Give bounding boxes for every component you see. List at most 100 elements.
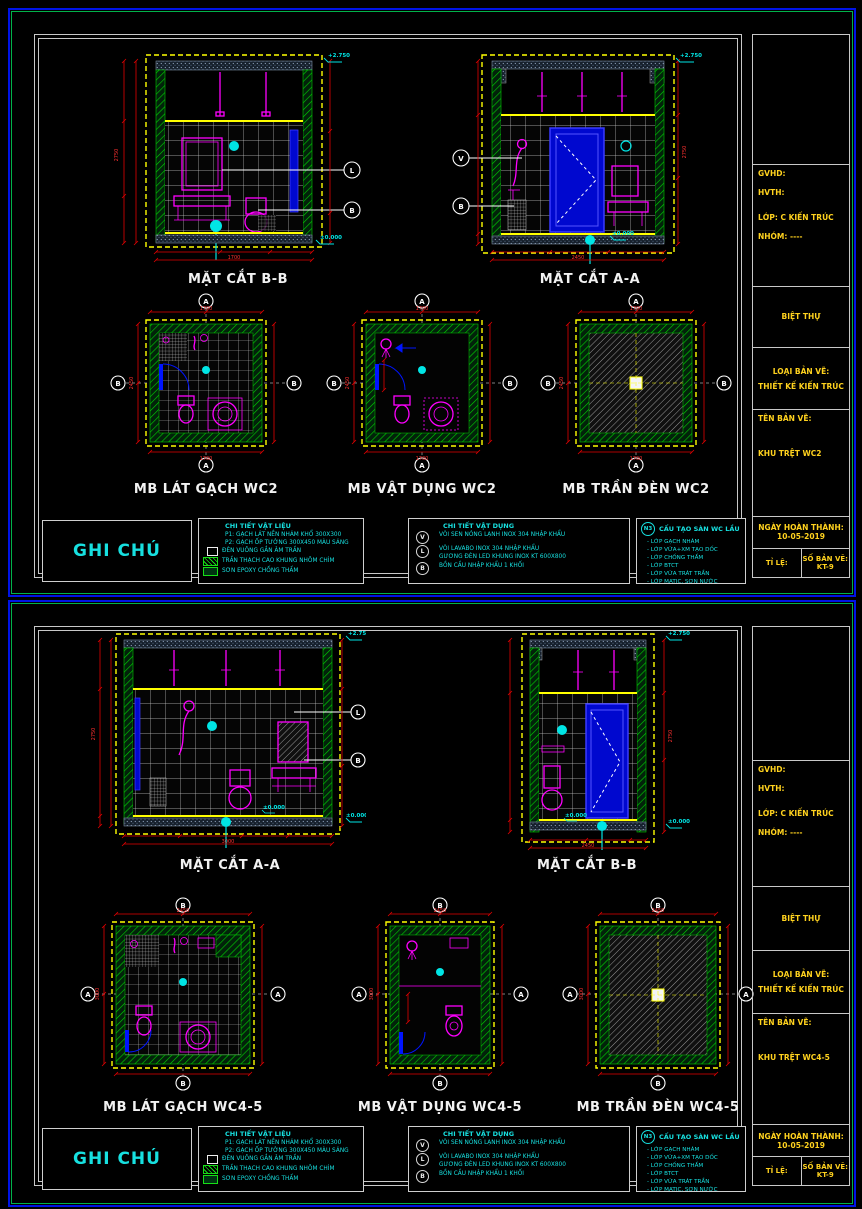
svg-text:V: V xyxy=(458,155,464,163)
materials-box: CHI TIẾT VẬT LIỆU P1: GẠCH LÁT NỀN NHÁM … xyxy=(198,1126,364,1192)
svg-text:2450: 2450 xyxy=(582,843,595,849)
fixture-tag: V xyxy=(416,1139,429,1152)
svg-text:A: A xyxy=(633,298,639,306)
section-aa-wc45[interactable]: L B 2750 3000 +2.750 ±0.000 ±0.000 MẶT C… xyxy=(90,628,370,873)
sheet-wc2: L B 2750 1700 +2.750 ±0.000 MẶT CẮT B-B xyxy=(8,8,856,597)
paint-swatch xyxy=(203,1175,218,1184)
lop-value: C KIẾN TRÚC xyxy=(780,808,834,818)
plan-tranden-wc45-drawing: B B A A 2450 3000 xyxy=(562,897,754,1091)
svg-text:1700: 1700 xyxy=(630,306,643,312)
svg-text:A: A xyxy=(567,991,573,999)
svg-text:3000: 3000 xyxy=(95,988,101,1001)
section-title: MẶT CẮT B-B xyxy=(536,858,638,873)
nhom-value: ---- xyxy=(790,231,803,241)
plan-latgach-wc2-drawing: A A B B 1700 1700 2450 xyxy=(110,293,302,473)
title-block: GVHD: HVTH: LỚP: C KIẾN TRÚC NHÓM: ---- … xyxy=(752,34,850,578)
svg-text:A: A xyxy=(419,298,425,306)
type-label: LOẠI BẢN VẼ: xyxy=(772,366,830,376)
plan-tranden-wc2[interactable]: A A B B 1700 1700 2450 MB TRẦN ĐÈN WC2 xyxy=(538,290,734,497)
section-title: MẶT CẮT A-A xyxy=(179,858,281,873)
fixtures-header: CHI TIẾT VẬT DỤNG xyxy=(443,522,515,530)
svg-text:B: B xyxy=(437,1080,442,1088)
material-item: TRẦN THẠCH CAO KHUNG NHÔM CHÌM xyxy=(222,1166,335,1172)
plan-vatdung-wc2[interactable]: A A B B 1700 1700 2450 MB VẬT DỤNG WC2 xyxy=(324,290,520,497)
note-label: GHI CHÚ xyxy=(73,541,161,561)
number-label: SỐ BẢN VẼ: xyxy=(802,1163,848,1171)
svg-text:2750: 2750 xyxy=(91,728,97,741)
svg-text:B: B xyxy=(331,380,336,388)
floor-layer: - LỚP BTCT xyxy=(647,1171,679,1177)
svg-text:±0.000: ±0.000 xyxy=(565,813,587,819)
floor-layer: - LỚP VỮA TRÁT TRẦN xyxy=(647,571,710,577)
section-aa-wc2[interactable]: V B 2750 2450 +2.750 ±0.000 MẶT CẮT A-A xyxy=(450,50,706,287)
svg-text:B: B xyxy=(458,203,463,211)
fixture-item: VÒI LAVABO INOX 304 NHẬP KHẨU xyxy=(439,1154,540,1160)
section-bb-wc2[interactable]: L B 2750 1700 +2.750 ±0.000 MẶT CẮT B-B xyxy=(108,50,364,287)
svg-text:2450: 2450 xyxy=(345,377,351,390)
svg-text:1700: 1700 xyxy=(200,456,213,462)
drawing-name: KHU TRỆT WC2 xyxy=(758,449,822,459)
materials-box: CHI TIẾT VẬT LIỆU P1: GẠCH LÁT NỀN NHÁM … xyxy=(198,518,364,584)
material-item: P2: GẠCH ỐP TƯỜNG 300X450 MÀU SÁNG xyxy=(225,540,349,546)
drawing-frame xyxy=(34,34,742,578)
date-value: 10-05-2019 xyxy=(777,532,825,542)
fixture-item: VÒI SEN NÓNG LẠNH INOX 304 NHẬP KHẨU xyxy=(439,1140,566,1146)
section-title: MẶT CẮT A-A xyxy=(539,272,641,287)
plan-tranden-wc2-drawing: A A B B 1700 1700 2450 xyxy=(540,293,732,473)
material-item: P1: GẠCH LÁT NỀN NHÁM KHỔ 300X300 xyxy=(225,1140,342,1146)
svg-text:B: B xyxy=(180,1080,185,1088)
plan-latgach-wc45[interactable]: B B A A 2450 3000 MB LÁT GẠCH WC4-5 xyxy=(78,894,288,1115)
svg-text:2450: 2450 xyxy=(559,377,565,390)
svg-text:B: B xyxy=(437,902,442,910)
svg-text:±0.000: ±0.000 xyxy=(346,813,366,819)
fixtures-header: CHI TIẾT VẬT DỤNG xyxy=(443,1130,515,1138)
project-name: BIỆT THỰ xyxy=(753,287,849,349)
svg-text:+2.750: +2.750 xyxy=(668,631,690,637)
date-cell: NGÀY HOÀN THÀNH: 10-05-2019 xyxy=(753,1125,849,1157)
name-label: TÊN BẢN VẼ: xyxy=(758,1018,812,1028)
floor-ref-tag: N3 xyxy=(641,522,655,536)
number-value: KT-9 xyxy=(816,562,834,571)
floor-layer: - LỚP BTCT xyxy=(647,563,679,569)
nhom-label: NHÓM: xyxy=(758,827,788,837)
plan-title: MB LÁT GẠCH WC2 xyxy=(133,482,279,497)
svg-text:A: A xyxy=(85,991,91,999)
material-item: SƠN EPOXY CHỐNG THẤM xyxy=(222,568,299,574)
section-bb-wc45[interactable]: 2750 2450 +2.750 ±0.000 ±0.000 MẶT CẮT B… xyxy=(482,628,692,873)
material-item: ĐÈN VUÔNG GẮN ÂM TRẦN xyxy=(222,548,302,554)
nhom-value: ---- xyxy=(790,827,803,837)
svg-text:B: B xyxy=(655,1080,660,1088)
date-label: NGÀY HOÀN THÀNH: xyxy=(758,1131,844,1141)
svg-text:±0.000: ±0.000 xyxy=(320,235,342,241)
svg-text:B: B xyxy=(507,380,512,388)
nhom-label: NHÓM: xyxy=(758,231,788,241)
svg-text:2450: 2450 xyxy=(177,908,190,914)
lop-label: LỚP: xyxy=(758,808,778,818)
titleblock-empty xyxy=(753,35,849,165)
plan-latgach-wc2[interactable]: A A B B 1700 1700 2450 MB LÁT GẠCH WC2 xyxy=(108,290,304,497)
svg-text:2750: 2750 xyxy=(114,149,120,162)
note-box: GHI CHÚ xyxy=(42,1128,192,1190)
title-block: GVHD: HVTH: LỚP: C KIẾN TRÚC NHÓM: ---- … xyxy=(752,626,850,1186)
plan-vatdung-wc45[interactable]: B B A A 2450 3000 MB VẬT DỤNG WC4-5 xyxy=(350,894,530,1115)
plan-tranden-wc45[interactable]: B B A A 2450 3000 MB TRẦN ĐÈN WC4-5 xyxy=(560,894,756,1115)
svg-text:A: A xyxy=(356,991,362,999)
svg-text:B: B xyxy=(655,902,660,910)
svg-text:+2.750: +2.750 xyxy=(348,631,366,637)
svg-text:+2.750: +2.750 xyxy=(680,53,702,59)
plan-title: MB TRẦN ĐÈN WC2 xyxy=(562,482,710,497)
sheet-wc45-inner-frame: L B 2750 3000 +2.750 ±0.000 ±0.000 MẶT C… xyxy=(11,603,853,1204)
note-label: GHI CHÚ xyxy=(73,1149,161,1169)
svg-text:L: L xyxy=(350,167,355,175)
svg-text:±0.000: ±0.000 xyxy=(612,231,634,237)
project-name: BIỆT THỰ xyxy=(753,887,849,951)
number-value: KT-9 xyxy=(816,1171,834,1179)
fixture-tag: B xyxy=(416,562,429,575)
lamp-swatch xyxy=(207,1155,218,1164)
section-bb-wc45-drawing: 2750 2450 +2.750 ±0.000 ±0.000 xyxy=(507,631,690,851)
plan-vatdung-wc2-drawing: A A B B 1700 1700 2450 xyxy=(326,293,518,473)
svg-text:2750: 2750 xyxy=(682,146,688,159)
